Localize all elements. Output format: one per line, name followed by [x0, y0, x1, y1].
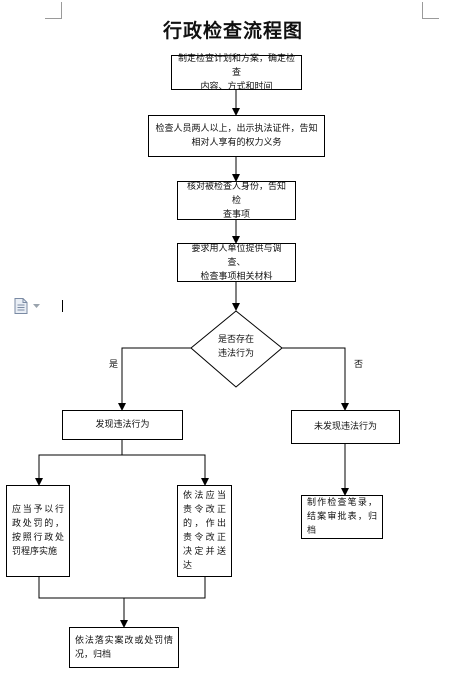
step-request-materials-box: 要求用人单位提供与调查、 检查事项相关材料 — [177, 243, 296, 282]
penalty-box: 应当予以行政处罚的，按照行政处罚程序实施 — [6, 485, 70, 577]
arrow-found-correct — [122, 454, 209, 486]
found-violation-box: 发现违法行为 — [62, 410, 183, 440]
yes-branch-label: 是 — [109, 360, 119, 370]
flowchart-title: 行政检查流程图 — [162, 20, 303, 42]
step-verify-identity-box: 核对被检查人身份，告知检 查事项 — [177, 181, 296, 220]
text-cursor — [62, 300, 63, 312]
arrow-decision-yes — [118, 347, 191, 411]
arrow-decision-no — [282, 347, 349, 411]
step-plan-box: 制定检查计划和方案，确定检查 内容、方式和时间 — [171, 54, 302, 92]
final-archive-box: 依法落实案改或处罚情况，归档 — [69, 627, 179, 668]
order-correction-box: 依法应当责令改正的，作出责令改正决定并送达 — [177, 485, 232, 577]
no-branch-label: 否 — [354, 360, 364, 370]
document-icon[interactable] — [14, 298, 28, 314]
chevron-down-icon[interactable] — [33, 304, 40, 309]
decision-diamond — [190, 310, 283, 388]
merge-line — [38, 577, 206, 599]
page-corner-mark-top-left — [45, 2, 62, 19]
decision-text: 是否存在 违法行为 — [217, 335, 254, 359]
record-archive-box: 制作检查笔录，结案审批表，归档 — [301, 495, 383, 539]
no-violation-box: 未发现违法行为 — [291, 410, 400, 444]
arrow-found-penalty — [35, 440, 123, 486]
page-corner-mark-top-right — [422, 2, 439, 19]
step-show-credentials-box: 检查人员两人以上，出示执法证件，告知 相对人享有的权力义务 — [148, 115, 325, 157]
